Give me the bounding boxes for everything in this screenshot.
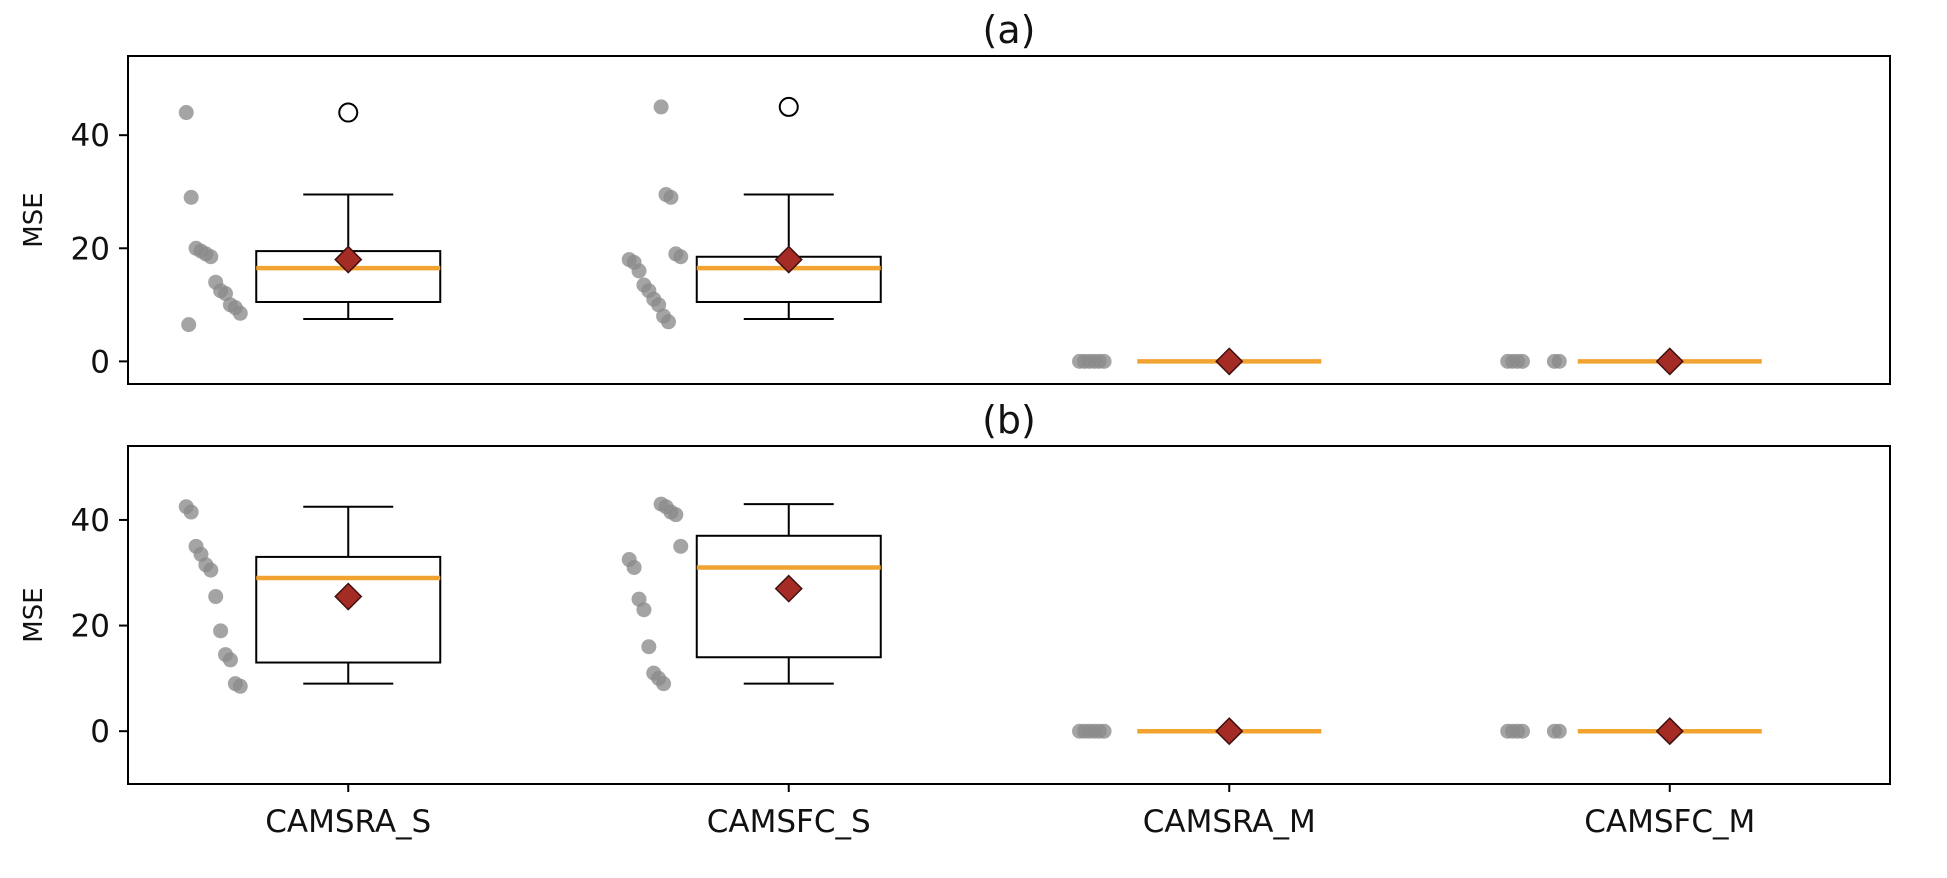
x-tick-label: CAMSRA_S	[265, 804, 432, 840]
scatter-point	[673, 249, 689, 265]
mean-marker	[334, 245, 363, 274]
y-axis-label: MSE	[19, 587, 49, 642]
plot-border	[127, 445, 1891, 785]
scatter-point	[641, 639, 657, 655]
scatter-point	[203, 562, 219, 578]
scatter-point	[631, 263, 647, 279]
outlier-point	[778, 96, 799, 117]
scatter-point	[626, 559, 642, 575]
scatter-point	[213, 623, 229, 639]
y-tick-label: 0	[90, 714, 110, 750]
scatter-point	[181, 317, 197, 333]
plot-border	[127, 55, 1891, 385]
y-tick-label: 40	[71, 118, 110, 154]
scatter-point	[663, 189, 679, 205]
mean-marker	[1215, 717, 1244, 746]
mean-marker	[1215, 347, 1244, 376]
y-tick-label: 20	[71, 231, 110, 267]
y-tick-label: 0	[90, 344, 110, 380]
x-tick-label: CAMSRA_M	[1142, 804, 1316, 840]
mean-marker	[334, 582, 363, 611]
scatter-point	[178, 105, 194, 121]
scatter-point	[183, 189, 199, 205]
scatter-point	[183, 504, 199, 520]
scatter-point	[1096, 723, 1112, 739]
scatter-point	[218, 286, 234, 302]
x-tick-labels: CAMSRA_S CAMSFC_S CAMSRA_M CAMSFC_M	[0, 796, 1947, 866]
scatter-point	[208, 589, 224, 605]
scatter-point	[653, 99, 669, 115]
scatter-point	[1551, 723, 1567, 739]
scatter-point	[656, 676, 672, 692]
scatter-point	[636, 602, 652, 618]
scatter-point	[1514, 723, 1530, 739]
scatter-point	[203, 249, 219, 265]
mean-marker	[774, 245, 803, 274]
y-tick-label: 20	[71, 609, 110, 645]
panel-b-title: (b)	[982, 398, 1036, 442]
x-tick-label: CAMSFC_S	[706, 804, 871, 840]
mean-marker	[1655, 717, 1684, 746]
scatter-point	[1551, 353, 1567, 369]
scatter-point	[651, 297, 667, 313]
mean-marker	[1655, 347, 1684, 376]
scatter-point	[1514, 353, 1530, 369]
scatter-point	[668, 507, 684, 523]
y-tick-label: 40	[71, 503, 110, 539]
y-axis-label: MSE	[19, 192, 49, 247]
x-tick-label: CAMSFC_M	[1584, 804, 1756, 840]
outlier-point	[338, 102, 359, 123]
scatter-point	[232, 305, 248, 321]
scatter-point	[222, 652, 238, 668]
mean-marker	[774, 574, 803, 603]
scatter-point	[1096, 353, 1112, 369]
scatter-point	[673, 538, 689, 554]
scatter-point	[660, 314, 676, 330]
scatter-point	[232, 678, 248, 694]
panel-a-title: (a)	[982, 8, 1036, 52]
